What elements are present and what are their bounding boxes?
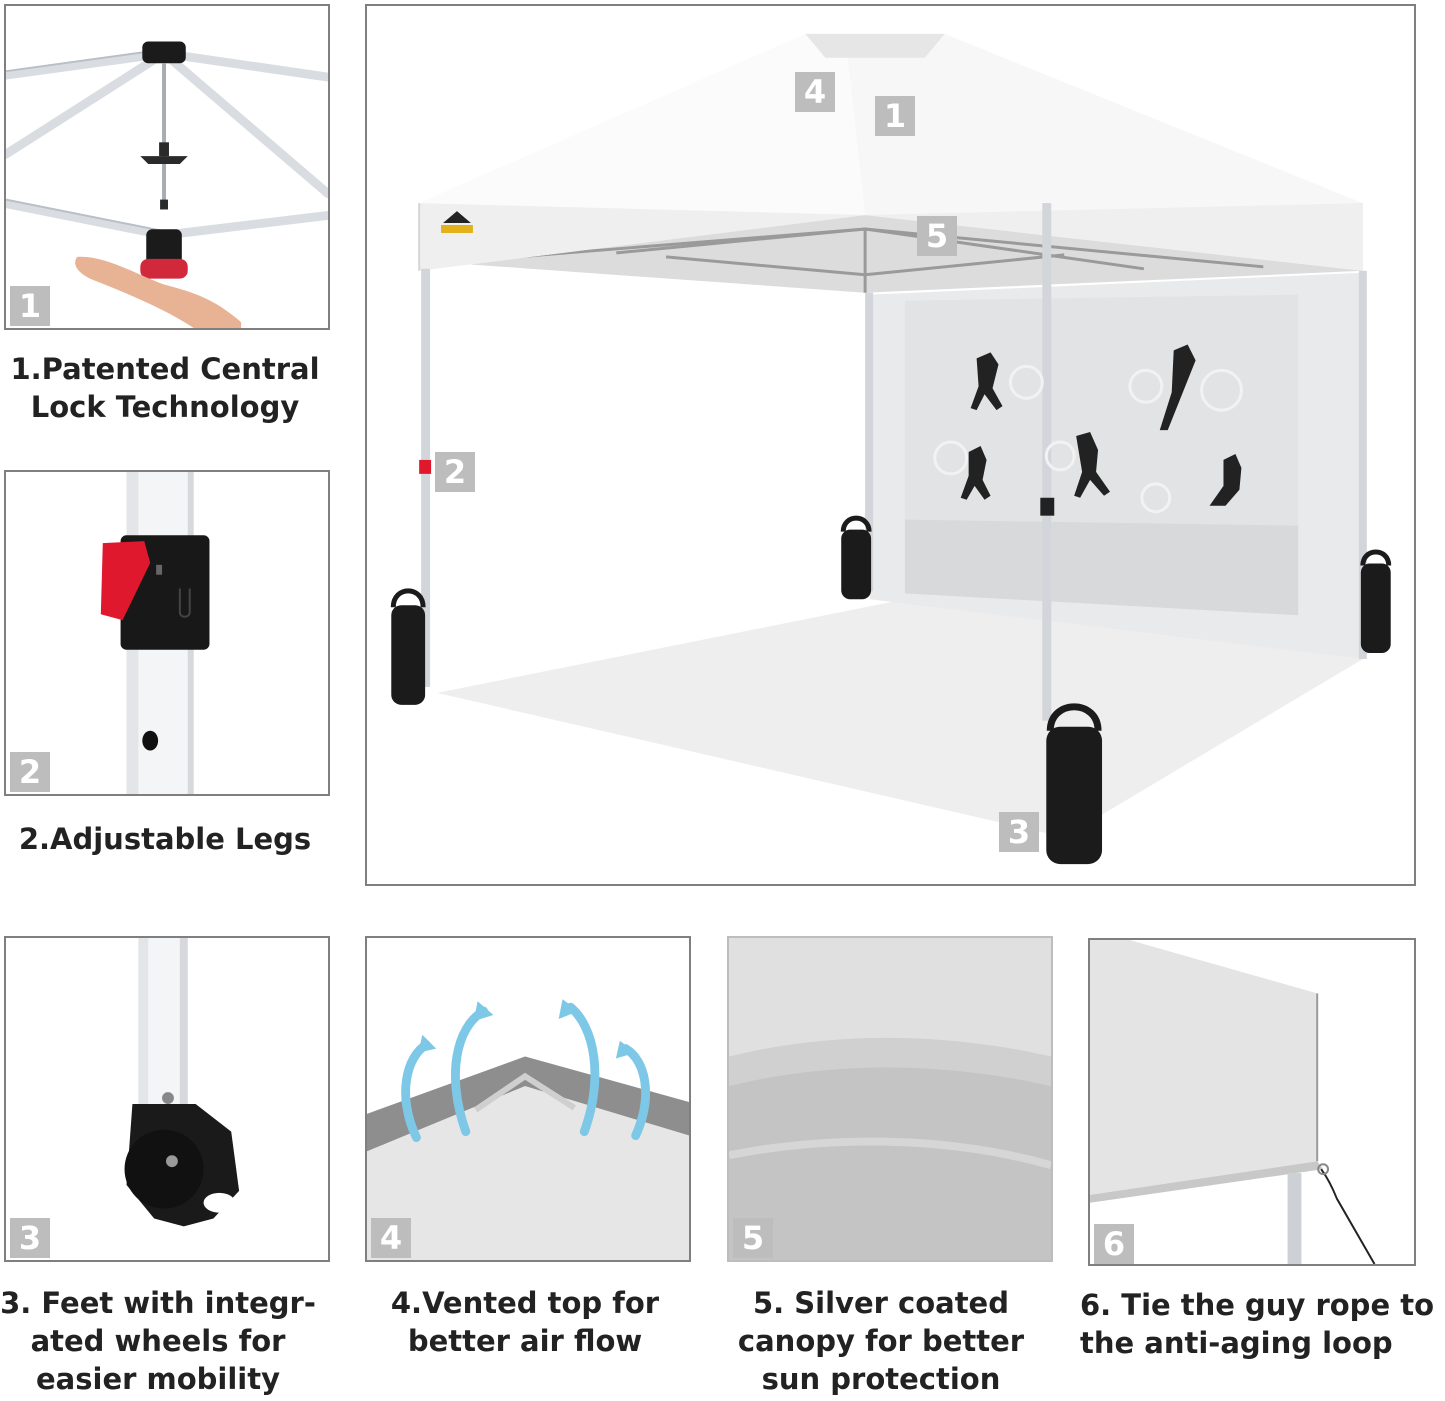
main-badge-feet: 3	[999, 812, 1039, 852]
sandbag-icon	[390, 515, 1392, 865]
main-badge-vent: 4	[795, 72, 835, 112]
feature-caption-silver-canopy: 5. Silver coated canopy for better sun p…	[718, 1284, 1044, 1398]
caption-line: canopy for better	[737, 1324, 1025, 1358]
feature-panel-central-lock: 1	[4, 4, 330, 330]
caption-line: the anti-aging loop	[1080, 1326, 1393, 1360]
feature-badge: 6	[1094, 1224, 1134, 1264]
main-badge-silver: 5	[917, 216, 957, 256]
caption-line: 5. Silver coated	[752, 1286, 1009, 1320]
main-badge-legs: 2	[435, 452, 475, 492]
caption-line: sun protection	[761, 1362, 1001, 1396]
main-badge-lock: 1	[875, 96, 915, 136]
caption-line: 2.Adjustable Legs	[18, 822, 312, 856]
guy-rope-loop-illustration	[1090, 940, 1414, 1264]
central-lock-icon	[6, 6, 328, 328]
feature-badge: 1	[10, 286, 50, 326]
caption-line: 4.Vented top for	[390, 1286, 660, 1320]
feature-panel-vented-top: 4	[365, 936, 691, 1262]
leg-latch-icon	[6, 472, 328, 794]
feature-caption-vented-top: 4.Vented top for better air flow	[362, 1284, 688, 1360]
feature-panel-wheel-feet: 3	[4, 936, 330, 1262]
vent-arrows-icon	[367, 938, 689, 1260]
feature-badge: 2	[10, 752, 50, 792]
feature-caption-wheel-feet: 3. Feet with integr- ated wheels for eas…	[0, 1284, 316, 1398]
feature-caption-guy-rope: 6. Tie the guy rope to the anti-aging lo…	[1074, 1286, 1445, 1362]
canopy-illustration	[367, 6, 1414, 884]
wheel-foot-icon	[6, 938, 328, 1260]
feature-badge: 4	[371, 1218, 411, 1258]
silver-fabric-swatch	[729, 938, 1051, 1260]
caption-line: 6. Tie the guy rope to	[1080, 1288, 1434, 1322]
caption-line: easier mobility	[36, 1362, 280, 1396]
caption-line: better air flow	[407, 1324, 643, 1358]
feature-panel-guy-rope: 6	[1088, 938, 1416, 1266]
caption-line: Lock Technology	[30, 390, 300, 424]
main-canopy-panel: 4 1 5 2 3	[365, 4, 1416, 886]
feature-caption-adjustable-legs: 2.Adjustable Legs	[0, 820, 330, 858]
caption-line: ated wheels for	[30, 1324, 286, 1358]
feature-badge: 5	[733, 1218, 773, 1258]
caption-line: 3. Feet with integr-	[0, 1286, 316, 1320]
feature-caption-central-lock: 1.Patented Central Lock Technology	[0, 350, 330, 426]
feature-badge: 3	[10, 1218, 50, 1258]
feature-panel-silver-canopy: 5	[727, 936, 1053, 1262]
feature-panel-adjustable-legs: 2	[4, 470, 330, 796]
caption-line: 1.Patented Central	[10, 352, 320, 386]
